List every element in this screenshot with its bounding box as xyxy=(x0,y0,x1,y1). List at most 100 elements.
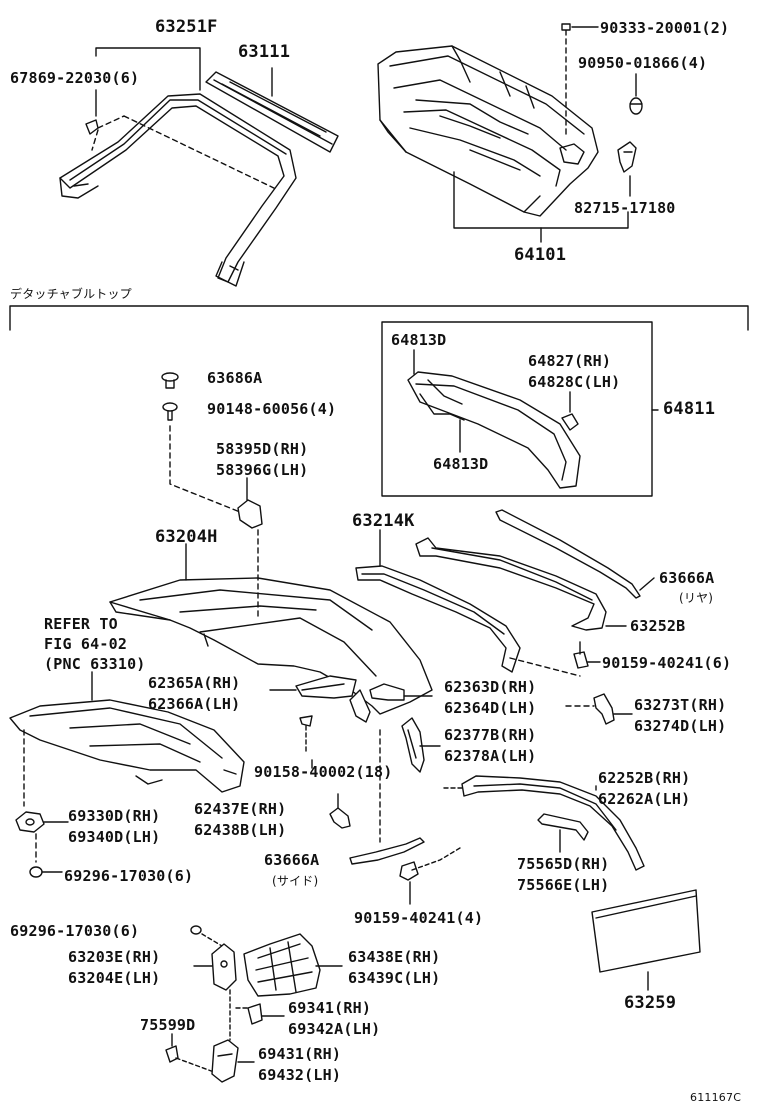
clip-64827 xyxy=(561,413,579,431)
side-rail-62252B xyxy=(462,776,644,870)
part-label-75566E: 75566E(LH) xyxy=(517,876,610,894)
panel-63259 xyxy=(592,890,700,972)
bolt-guide-line xyxy=(169,425,241,513)
hinge-63203E xyxy=(211,943,237,991)
part-label-90950: 90950-01866(4) xyxy=(578,54,708,72)
section-bracket xyxy=(9,305,749,331)
bolt-69296-b xyxy=(190,925,202,935)
hard-top-shell xyxy=(10,700,244,792)
bracket-69431 xyxy=(211,1039,239,1083)
part-label-67869: 67869-22030(6) xyxy=(10,69,140,87)
cap-63686A xyxy=(161,372,179,389)
part-label-63111: 63111 xyxy=(238,42,291,62)
clip-63273T xyxy=(593,693,615,725)
part-label-64811: 64811 xyxy=(663,399,716,419)
hinge-guide-line xyxy=(229,989,251,1041)
bolt-90333 xyxy=(561,23,571,31)
figure-code: 611167C xyxy=(690,1091,742,1104)
part-label-69431: 69431(RH) xyxy=(258,1045,342,1063)
clip-67869 xyxy=(85,119,99,135)
part-label-62378A: 62378A(LH) xyxy=(444,747,537,765)
part-label-63204E: 63204E(LH) xyxy=(68,969,161,987)
clip-guide-line xyxy=(91,115,279,191)
clip-90158 xyxy=(299,715,313,727)
rear-window-64811 xyxy=(408,372,580,488)
bolt-90148 xyxy=(162,402,178,421)
bolt-69296-a xyxy=(29,866,43,878)
part-label-64813D-b: 64813D xyxy=(433,455,489,473)
part-label-63252B: 63252B xyxy=(630,617,686,635)
part-label-62377B: 62377B(RH) xyxy=(444,726,537,744)
bracket-62437E xyxy=(329,807,351,829)
leader-63666A-rear xyxy=(639,577,655,591)
part-label-62252B: 62252B(RH) xyxy=(598,769,691,787)
part-label-62363D: 62363D(RH) xyxy=(444,678,537,696)
weatherstrip-63666A-side xyxy=(349,837,425,865)
back-panel-64101 xyxy=(378,46,598,216)
weatherstrip-63666A-rear xyxy=(496,510,640,598)
part-label-58396G: 58396G(LH) xyxy=(216,461,309,479)
seal-62377B xyxy=(401,717,425,773)
part-label-90158: 90158-40002(18) xyxy=(254,763,393,781)
part-label-63251F: 63251F xyxy=(155,17,218,37)
part-label-62262A: 62262A(LH) xyxy=(598,790,691,808)
bolt-guide-line xyxy=(411,847,461,871)
bolt-90159-a xyxy=(573,641,589,669)
bracket-82715 xyxy=(617,141,637,173)
part-label-63204H: 63204H xyxy=(155,527,218,547)
part-label-75599D: 75599D xyxy=(140,1016,196,1034)
cover-62365A xyxy=(295,675,357,699)
part-label-90159-b: 90159-40241(4) xyxy=(354,909,484,927)
part-label-69341: 69341(RH) xyxy=(288,999,372,1017)
part-label-63259: 63259 xyxy=(624,993,677,1013)
cap-69341 xyxy=(247,1003,263,1025)
part-label-63439C: 63439C(LH) xyxy=(348,969,441,987)
retainer-63252B xyxy=(416,538,606,630)
part-label-64101: 64101 xyxy=(514,245,567,265)
section-title: デタッチャブルトップ xyxy=(10,287,132,301)
part-label-62438B: 62438B(LH) xyxy=(194,821,287,839)
part-label-64828C: 64828C(LH) xyxy=(528,373,621,391)
part-label-69340D: 69340D(LH) xyxy=(68,828,161,846)
roof-side-rail-frame xyxy=(60,94,296,286)
hinge-69330D xyxy=(15,811,45,833)
part-label-63203E: 63203E(RH) xyxy=(68,948,161,966)
part-label-63273T: 63273T(RH) xyxy=(634,696,727,714)
part-label-62365A: 62365A(RH) xyxy=(148,674,241,692)
refer-note-line2: FIG 64-02 xyxy=(44,635,128,653)
part-label-62437E: 62437E(RH) xyxy=(194,800,287,818)
part-label-58395D: 58395D(RH) xyxy=(216,440,309,458)
cover-63438E xyxy=(244,934,320,996)
part-label-90159-a: 90159-40241(6) xyxy=(602,654,732,672)
part-label-63686A: 63686A xyxy=(207,369,263,387)
note-side: (サイド) xyxy=(272,874,319,888)
trim-62363D xyxy=(349,683,405,723)
clip-75599D xyxy=(165,1045,179,1063)
part-label-62366A: 62366A(LH) xyxy=(148,695,241,713)
part-label-75565D: 75565D(RH) xyxy=(517,855,610,873)
refer-note-line1: REFER TO xyxy=(44,615,118,633)
leader-63251F xyxy=(95,47,201,91)
part-label-69296-a: 69296-17030(6) xyxy=(64,867,194,885)
part-label-63274D: 63274D(LH) xyxy=(634,717,727,735)
inset-box-64811 xyxy=(381,321,653,497)
bolt-90159-b xyxy=(399,861,419,881)
clip-guide-line xyxy=(175,1057,215,1073)
detachable-top-63204H xyxy=(110,578,432,714)
part-label-69342A: 69342A(LH) xyxy=(288,1020,381,1038)
bolt-guide-line xyxy=(201,933,223,947)
part-label-63438E: 63438E(RH) xyxy=(348,948,441,966)
part-label-63666A-side: 63666A xyxy=(264,851,320,869)
part-label-64827: 64827(RH) xyxy=(528,352,612,370)
grommet-90950 xyxy=(629,97,643,115)
part-label-63214K: 63214K xyxy=(352,511,415,531)
part-label-90333: 90333-20001(2) xyxy=(600,19,730,37)
part-label-69432: 69432(LH) xyxy=(258,1066,342,1084)
part-label-69330D: 69330D(RH) xyxy=(68,807,161,825)
note-rear: (リヤ) xyxy=(679,591,714,605)
bracket-58395D xyxy=(237,499,263,529)
refer-note-line3: (PNC 63310) xyxy=(44,655,146,673)
rear-bow-63214K xyxy=(356,566,520,672)
